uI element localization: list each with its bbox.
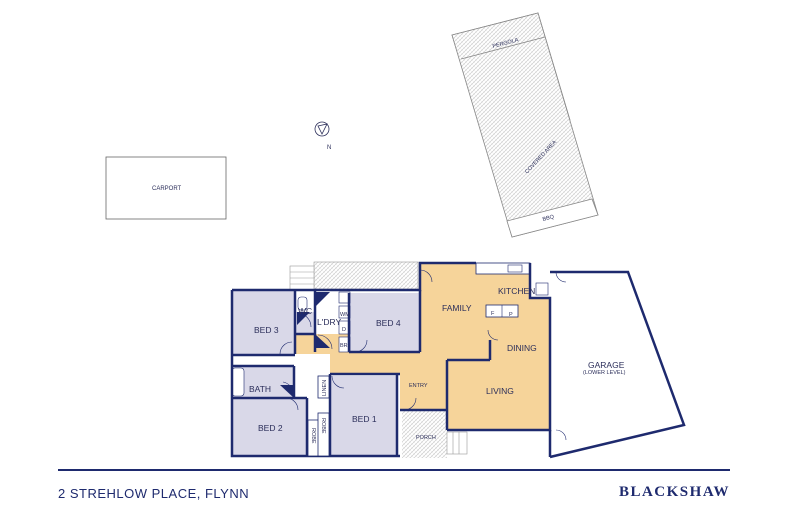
bed3-label: BED 3 bbox=[254, 325, 279, 335]
bed1-fill bbox=[330, 376, 397, 456]
kitchen-label: KITCHEN bbox=[498, 286, 535, 296]
bbq-strip bbox=[506, 198, 599, 238]
entry-label: ENTRY bbox=[409, 383, 428, 389]
garage-label: GARAGE bbox=[588, 360, 625, 370]
laundry-label: L'DRY bbox=[317, 317, 341, 327]
porch-fill bbox=[402, 410, 447, 458]
bed3-fill bbox=[232, 290, 295, 355]
carport bbox=[105, 156, 227, 220]
door-swings bbox=[279, 269, 499, 411]
pantry-label: P bbox=[509, 312, 513, 318]
room-labels: BED 3 WC L'DRY WM D BR BED 4 FAMILY KITC… bbox=[249, 286, 626, 444]
linen-label: LINEN bbox=[322, 380, 328, 396]
robe-label: ROBE bbox=[310, 428, 316, 444]
bed4-fill bbox=[349, 293, 420, 352]
property-address: 2 STREHLOW PLACE, FLYNN bbox=[58, 486, 250, 501]
family-label: FAMILY bbox=[442, 303, 472, 313]
broom-label: BR bbox=[340, 343, 348, 349]
wc-label: WC bbox=[298, 306, 312, 316]
brand-logo: BLACKSHAW bbox=[618, 484, 730, 500]
stove bbox=[535, 282, 549, 296]
fridge-label: F bbox=[491, 311, 495, 317]
dryer-label: D bbox=[342, 327, 346, 333]
wm-label: WM bbox=[340, 312, 350, 318]
bed2-fill bbox=[232, 398, 307, 456]
kitchen-sink bbox=[507, 264, 523, 273]
front-steps bbox=[446, 431, 468, 455]
dining-label: DINING bbox=[507, 343, 537, 353]
north-arrow-icon: N bbox=[314, 121, 331, 151]
robe2-label: ROBE bbox=[320, 418, 326, 434]
carport-label: CARPORT bbox=[152, 186, 182, 192]
walls bbox=[230, 261, 552, 458]
living-label: LIVING bbox=[486, 386, 514, 396]
garage bbox=[548, 270, 686, 459]
porch-label: PORCH bbox=[416, 435, 436, 441]
garage-sub-label: (LOWER LEVEL) bbox=[583, 370, 626, 376]
bed4-label: BED 4 bbox=[376, 318, 401, 328]
rear-deck bbox=[313, 261, 419, 290]
bathtub bbox=[231, 367, 245, 397]
footer-divider bbox=[58, 469, 730, 471]
bed2-label: BED 2 bbox=[258, 423, 283, 433]
outdoor-structure: PERGOLA COVERED AREA BBQ bbox=[451, 12, 599, 238]
bed1-label: BED 1 bbox=[352, 414, 377, 424]
bath-label: BATH bbox=[249, 384, 271, 394]
bbq-label: BBQ bbox=[542, 214, 555, 223]
north-label: N bbox=[327, 145, 331, 151]
